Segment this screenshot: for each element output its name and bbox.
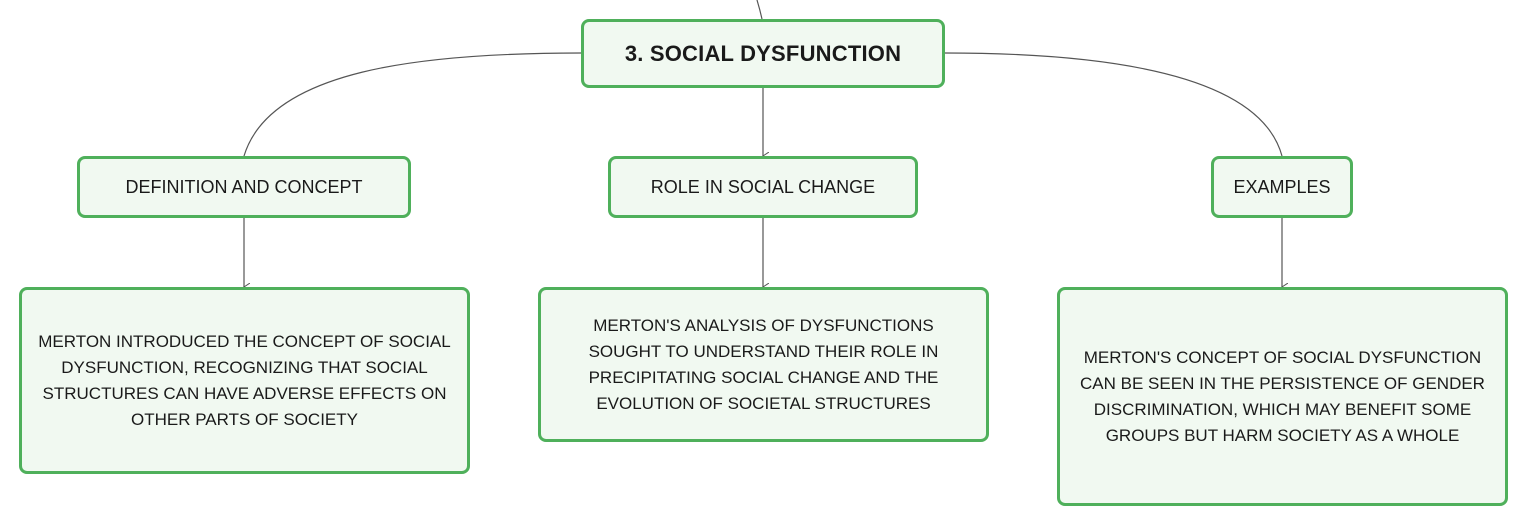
branch-node-examples[interactable]: EXAMPLES bbox=[1211, 156, 1353, 218]
branch-node-examples-label: EXAMPLES bbox=[1233, 176, 1331, 197]
branch-node-role[interactable]: ROLE IN SOCIAL CHANGE bbox=[608, 156, 918, 218]
branch-node-definition[interactable]: DEFINITION AND CONCEPT bbox=[77, 156, 411, 218]
connector-root-to-definition bbox=[243, 52, 582, 157]
detail-node-definition[interactable]: MERTON INTRODUCED THE CONCEPT OF SOCIAL … bbox=[19, 287, 470, 474]
parent-connector bbox=[756, 0, 763, 20]
connector-root-to-examples bbox=[944, 52, 1283, 157]
detail-node-examples[interactable]: MERTON'S CONCEPT OF SOCIAL DYSFUNCTION C… bbox=[1057, 287, 1508, 506]
root-node[interactable]: 3. SOCIAL DYSFUNCTION bbox=[581, 19, 945, 88]
branch-node-definition-label: DEFINITION AND CONCEPT bbox=[125, 176, 363, 197]
branch-node-role-label: ROLE IN SOCIAL CHANGE bbox=[650, 176, 876, 197]
detail-node-role-text: MERTON'S ANALYSIS OF DYSFUNCTIONS SOUGHT… bbox=[588, 315, 939, 413]
detail-node-examples-text: MERTON'S CONCEPT OF SOCIAL DYSFUNCTION C… bbox=[1080, 347, 1485, 445]
detail-node-definition-text: MERTON INTRODUCED THE CONCEPT OF SOCIAL … bbox=[38, 331, 451, 429]
detail-node-role[interactable]: MERTON'S ANALYSIS OF DYSFUNCTIONS SOUGHT… bbox=[538, 287, 989, 442]
root-node-label: 3. SOCIAL DYSFUNCTION bbox=[624, 40, 902, 66]
